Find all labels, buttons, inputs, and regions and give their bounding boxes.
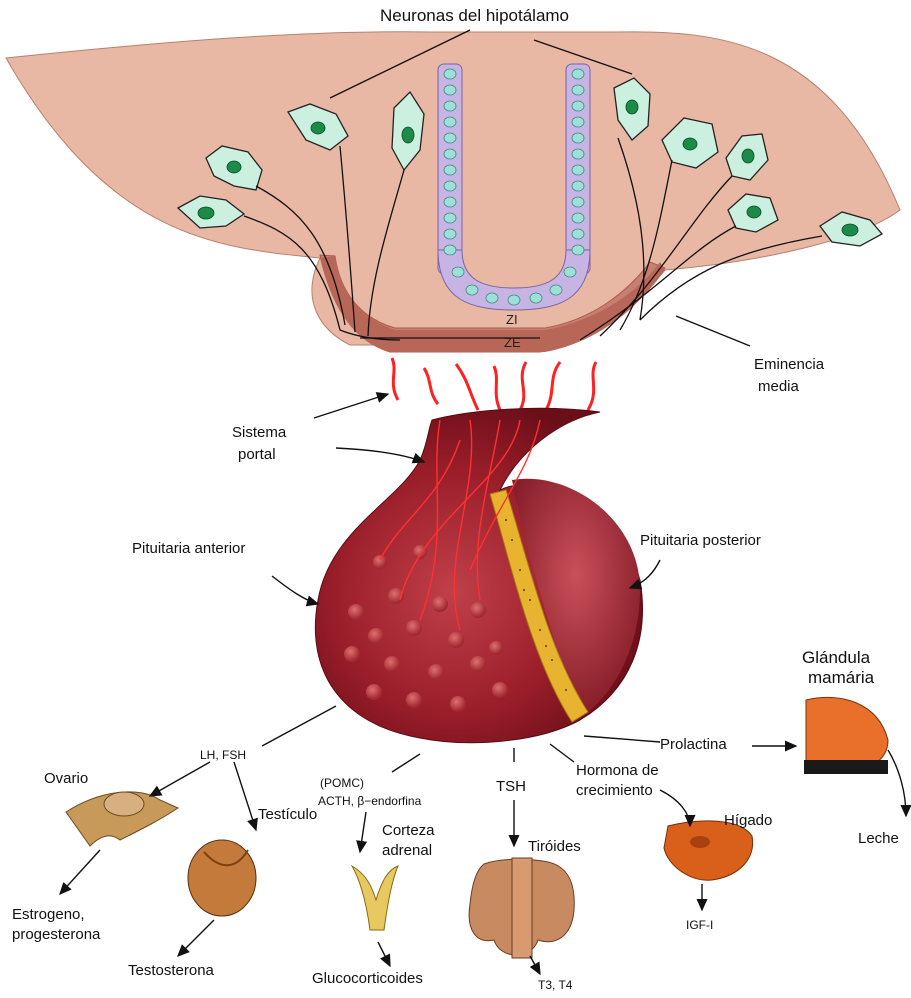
ovary-illustration — [66, 792, 178, 846]
label-median-eminence-1: Eminencia — [754, 356, 824, 374]
label-mammary-2: mamária — [808, 668, 874, 688]
label-posterior-pituitary: Pituitaria posterior — [640, 532, 761, 550]
label-tsh: TSH — [496, 778, 526, 796]
label-estrogen-1: Estrogeno, — [12, 906, 85, 924]
label-zone-internal: ZI — [506, 312, 518, 328]
label-adrenal-1: Corteza — [382, 822, 435, 840]
testicle-illustration — [188, 840, 256, 916]
label-testicle: Testículo — [258, 806, 317, 824]
label-igf: IGF-I — [686, 918, 713, 932]
label-acth: ACTH, β−endorfina — [318, 794, 421, 808]
label-portal-1: Sistema — [232, 424, 286, 442]
label-zone-external: ZE — [504, 335, 521, 351]
label-hypothalamus-neurons: Neuronas del hipotálamo — [380, 6, 569, 26]
label-liver: Hígado — [724, 812, 772, 830]
label-median-eminence-2: media — [758, 378, 799, 396]
mammary-illustration — [804, 694, 888, 774]
label-growth-hormone-1: Hormona de — [576, 762, 659, 780]
label-milk: Leche — [858, 830, 899, 848]
label-pomc: (POMC) — [320, 776, 364, 790]
label-testosterone: Testosterona — [128, 962, 214, 980]
label-portal-2: portal — [238, 446, 276, 464]
pituitary-gland — [315, 408, 642, 742]
label-prolactin: Prolactina — [660, 736, 727, 754]
label-ovary: Ovario — [44, 770, 88, 788]
label-anterior-pituitary: Pituitaria anterior — [132, 540, 245, 558]
adrenal-illustration — [352, 866, 398, 930]
label-thyroid: Tiróides — [528, 838, 581, 856]
label-t3-t4: T3, T4 — [538, 978, 572, 992]
thyroid-illustration — [469, 858, 574, 958]
portal-vessels — [392, 358, 596, 410]
label-growth-hormone-2: crecimiento — [576, 782, 653, 800]
label-estrogen-2: progesterona — [12, 926, 100, 944]
label-lh-fsh: LH, FSH — [200, 748, 246, 762]
label-mammary-1: Glándula — [802, 648, 870, 668]
label-adrenal-2: adrenal — [382, 842, 432, 860]
label-glucocorticoids: Glucocorticoides — [312, 970, 423, 988]
